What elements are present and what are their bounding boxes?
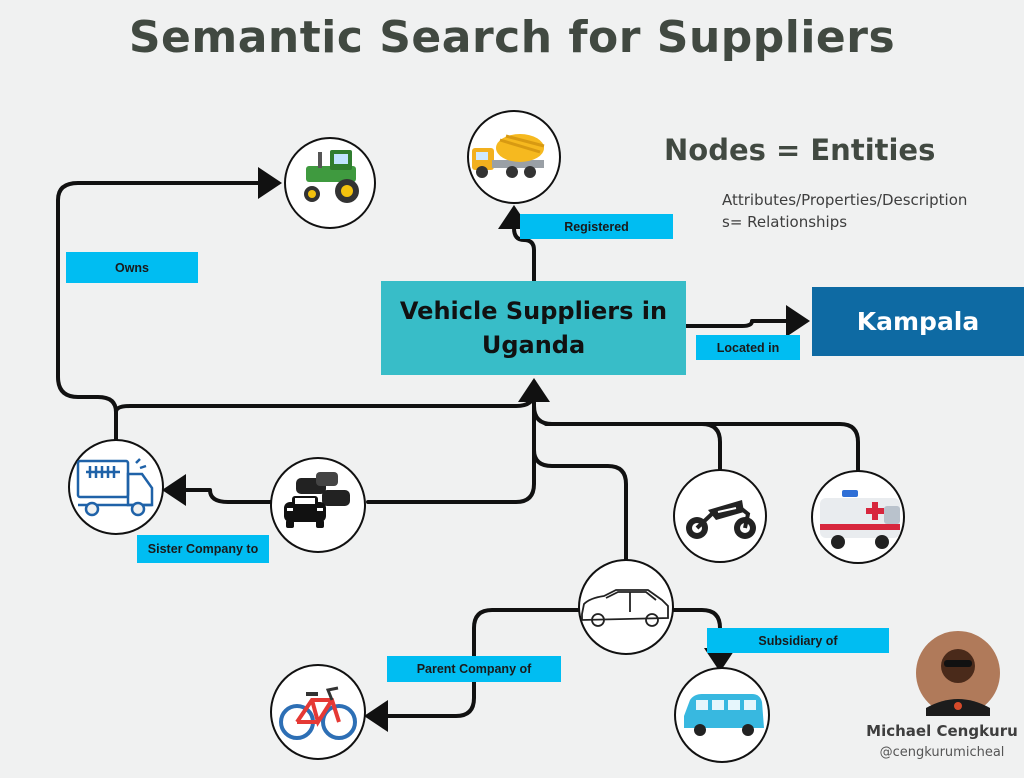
ambulance-icon	[820, 490, 900, 549]
avatar	[916, 631, 1000, 716]
relation-owns: Owns	[66, 252, 198, 283]
minibus-icon	[684, 694, 764, 736]
tractor-icon	[304, 150, 359, 203]
relation-sister-company: Sister Company to	[137, 535, 269, 563]
city-entity-node: Kampala	[812, 287, 1024, 356]
bicycle-icon	[279, 686, 357, 740]
legend-heading: Nodes = Entities	[664, 133, 936, 167]
bicycle-node	[270, 664, 366, 760]
legend-note: Attributes/Properties/Descriptions= Rela…	[722, 191, 968, 231]
author-handle: @cengkurumicheal	[879, 745, 1005, 760]
motorcycle-icon	[686, 500, 756, 539]
edge-located-in	[684, 305, 810, 337]
edge-ambulance	[544, 422, 860, 472]
cement-mixer-icon	[472, 134, 545, 178]
author-name: Michael Cengkuru	[866, 722, 1018, 740]
sedan-node	[578, 559, 674, 655]
traffic-cars-icon	[284, 472, 350, 528]
edge-owns	[56, 167, 282, 442]
edge-sister	[162, 474, 273, 506]
edge-registered	[498, 205, 536, 283]
sedan-car-icon	[581, 589, 669, 627]
edge-truck-main	[114, 378, 550, 414]
page-title: Semantic Search for Suppliers	[128, 12, 896, 63]
delivery-truck-icon	[76, 458, 154, 517]
edge-subsidiary	[672, 608, 736, 672]
edge-sedan	[532, 448, 628, 562]
relation-located-in: Located in	[696, 335, 800, 360]
truck-node	[68, 439, 164, 535]
main-entity-node: Vehicle Suppliers in Uganda	[381, 281, 686, 375]
relation-subsidiary: Subsidiary of	[707, 628, 889, 653]
relation-registered: Registered	[520, 214, 673, 239]
edge-cars-main	[366, 380, 536, 504]
edge-motorcycle	[532, 404, 722, 472]
tractor-node	[284, 137, 376, 229]
relation-parent-company: Parent Company of	[387, 656, 561, 682]
